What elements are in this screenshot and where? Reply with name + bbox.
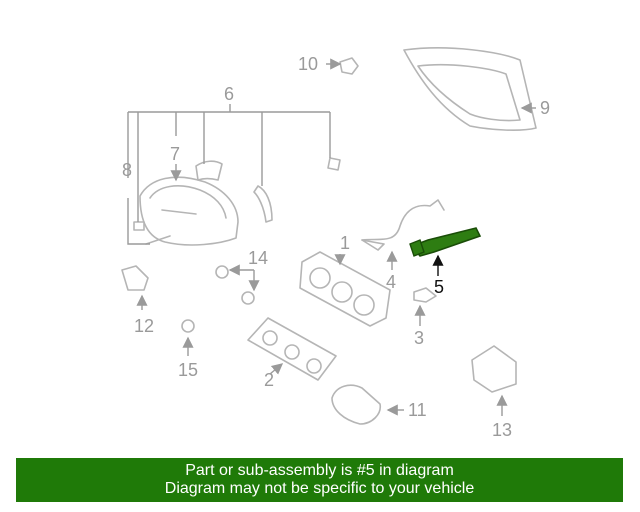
part-11-vent[interactable] bbox=[331, 384, 382, 425]
callout-6[interactable]: 6 bbox=[224, 84, 234, 104]
part-4-cable[interactable] bbox=[361, 199, 445, 251]
callout-11[interactable]: 11 bbox=[408, 400, 427, 420]
part-10-clip[interactable] bbox=[339, 57, 359, 75]
part-12-sensor[interactable] bbox=[121, 265, 149, 291]
callout-5[interactable]: 5 bbox=[434, 277, 444, 297]
callout-15[interactable]: 15 bbox=[178, 360, 198, 380]
callout-8[interactable]: 8 bbox=[122, 160, 132, 180]
callout-12[interactable]: 12 bbox=[134, 316, 154, 336]
info-banner: Part or sub-assembly is #5 in diagram Di… bbox=[16, 458, 623, 502]
part-1-climate-control[interactable] bbox=[299, 251, 391, 327]
banner-line-1: Part or sub-assembly is #5 in diagram bbox=[185, 462, 454, 479]
callout-3[interactable]: 3 bbox=[414, 328, 424, 348]
callout-1[interactable]: 1 bbox=[340, 233, 350, 253]
part-2-switch-panel[interactable] bbox=[247, 317, 337, 381]
part-15-clip[interactable] bbox=[181, 319, 195, 333]
leader-lines bbox=[127, 58, 536, 416]
callout-14[interactable]: 14 bbox=[248, 248, 268, 268]
part-3-connector[interactable] bbox=[413, 287, 437, 303]
part-7-instrument-cluster[interactable] bbox=[139, 176, 239, 246]
callout-4[interactable]: 4 bbox=[386, 272, 396, 292]
callout-2[interactable]: 2 bbox=[264, 370, 274, 390]
part-14-bulbs[interactable] bbox=[215, 265, 255, 305]
part-5-switch-highlighted[interactable] bbox=[409, 227, 482, 257]
callout-10[interactable]: 10 bbox=[298, 54, 318, 74]
exploded-parts-diagram: 1 2 3 4 5 6 7 8 9 10 11 12 13 14 15 bbox=[121, 47, 550, 440]
part-13-switch[interactable] bbox=[471, 345, 517, 393]
callout-labels: 1 2 3 4 5 6 7 8 9 10 11 12 13 14 15 bbox=[122, 54, 550, 440]
callout-9[interactable]: 9 bbox=[540, 98, 550, 118]
banner-line-2: Diagram may not be specific to your vehi… bbox=[164, 480, 475, 497]
part-9-trim-panel[interactable] bbox=[403, 47, 537, 131]
callout-13[interactable]: 13 bbox=[492, 420, 512, 440]
callout-7[interactable]: 7 bbox=[170, 144, 180, 164]
part-6-bulbs[interactable] bbox=[133, 157, 341, 245]
